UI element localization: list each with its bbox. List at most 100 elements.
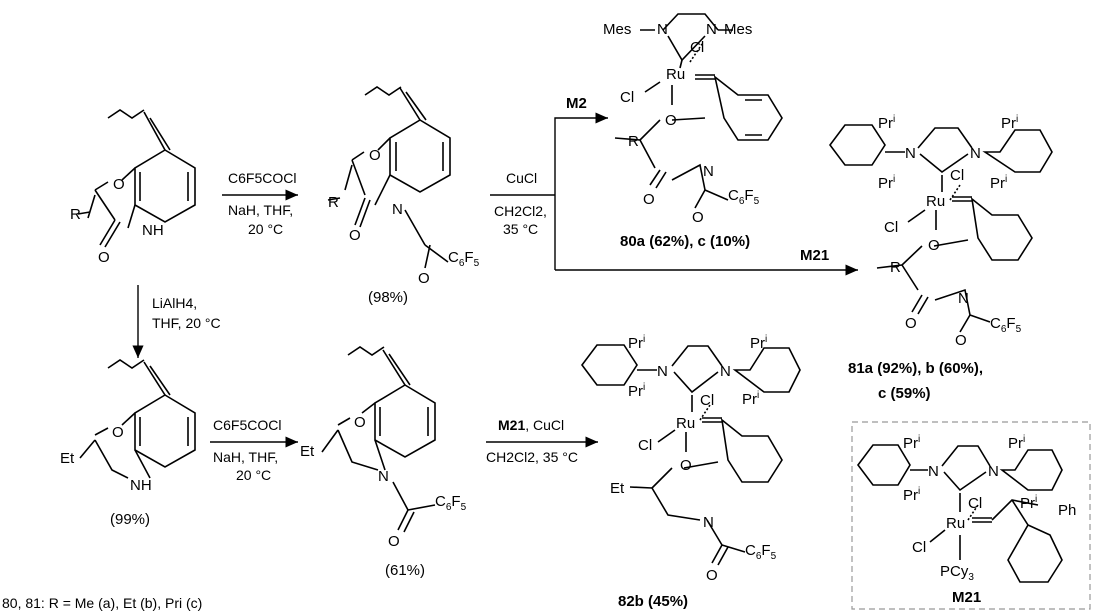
group-label: Pr: [878, 175, 893, 192]
superscript: i: [1035, 494, 1037, 505]
subscript: 6: [446, 502, 452, 513]
atom-label: Cl: [968, 495, 982, 512]
svg-text:C6F5: C6F5: [435, 493, 467, 513]
compound-label: 80a (62%), c (10%): [620, 233, 750, 250]
atom-label: N: [703, 514, 714, 531]
superscript: i: [918, 434, 920, 445]
atom-label: Cl: [950, 167, 964, 184]
atom-label: N: [392, 201, 403, 218]
reagent-label: CuCl: [506, 170, 537, 186]
atom-label: O: [349, 227, 361, 244]
atom-label: O: [369, 147, 381, 164]
complex-80: Mes N N Mes Cl Ru Cl O R N O O C6F5 80a …: [603, 13, 783, 250]
atom-label: N: [988, 463, 999, 480]
group-label: Pr: [903, 435, 918, 452]
group-label: Pr: [990, 175, 1005, 192]
atom-label: O: [665, 112, 677, 129]
atom-label: O: [692, 209, 704, 226]
atom-label: R: [628, 133, 639, 150]
reagent-label: LiAlH4,: [152, 295, 197, 311]
svg-text:Pri: Pri: [628, 382, 645, 400]
atom-label: N: [720, 363, 731, 380]
subscript: 5: [754, 196, 760, 207]
svg-text:PCy3: PCy3: [940, 563, 974, 583]
svg-text:Pri: Pri: [878, 174, 895, 192]
group-label: Pr: [1008, 435, 1023, 452]
atom-label: O: [955, 332, 967, 349]
group-label: Pr: [1001, 115, 1016, 132]
atom-label: O: [113, 176, 125, 193]
acyl-benzoxazine: O Et N O C6F5 (61%): [300, 346, 467, 579]
reagent-label: , CuCl: [525, 417, 564, 433]
atom-label: Ru: [666, 66, 685, 83]
svg-text:C6F5: C6F5: [990, 315, 1022, 335]
acyl-benzoxazinone: O R N O O C6F5 (98%): [327, 86, 480, 306]
group-label: Mes: [724, 21, 752, 38]
reagent-label: CH2Cl2,: [494, 203, 547, 219]
superscript: i: [893, 174, 895, 185]
catalyst-label: M21: [498, 417, 525, 433]
group-label: Pr: [903, 487, 918, 504]
complex-81: Pri Pri N N Pri Pri Cl Ru Cl O R N O O C…: [829, 114, 1053, 402]
svg-text:Pri: Pri: [990, 174, 1007, 192]
subscript: 5: [771, 551, 777, 562]
reagent-label: NaH, THF,: [228, 202, 293, 218]
reagent-label: 20 °C: [248, 221, 283, 237]
atom-label: N: [958, 290, 969, 307]
svg-text:Pri: Pri: [750, 334, 767, 352]
atom-label: Cl: [690, 39, 704, 56]
compound-label: 82b (45%): [618, 593, 688, 610]
superscript: i: [757, 390, 759, 401]
atom-label: N: [657, 21, 668, 38]
atom-label: Cl: [700, 392, 714, 409]
superscript: i: [893, 114, 895, 125]
group-label: C: [728, 187, 739, 204]
subscript: 6: [459, 258, 465, 269]
atom-label: O: [388, 533, 400, 550]
group-label: Pr: [742, 391, 757, 408]
atom-label: O: [643, 191, 655, 208]
atom-label: O: [354, 414, 366, 431]
svg-text:Pri: Pri: [1001, 114, 1018, 132]
group-label: Pr: [628, 335, 643, 352]
group-label: Et: [610, 480, 625, 497]
subscript: 3: [968, 572, 974, 583]
svg-text:Pri: Pri: [1020, 494, 1037, 512]
subscript: 6: [739, 196, 745, 207]
superscript: i: [1023, 434, 1025, 445]
reagent-label: 35 °C: [503, 221, 538, 237]
svg-text:Pri: Pri: [878, 114, 895, 132]
svg-text:M21, CuCl: M21, CuCl: [498, 417, 564, 433]
group-label: C: [435, 493, 446, 510]
atom-label: Ru: [946, 515, 965, 532]
starting-benzoxazinone: O R NH O: [70, 109, 196, 266]
group-label: F: [1006, 315, 1015, 332]
atom-label: R: [328, 194, 339, 211]
compound-label: c (59%): [878, 385, 931, 402]
yield-label: (61%): [385, 562, 425, 579]
complex-82b: Pri Pri N N Pri Pri Cl Ru Cl O Et N O C6…: [581, 334, 801, 610]
arrow-to-80: [554, 112, 608, 270]
group-label: Pr: [750, 335, 765, 352]
superscript: i: [1005, 174, 1007, 185]
catalyst-box: [851, 421, 1091, 610]
catalyst-M21: Pri Pri N N Pri Pri Ph Cl Ru Cl PCy3 M21: [857, 434, 1076, 606]
atom-label: O: [112, 424, 124, 441]
svg-text:Pri: Pri: [903, 486, 920, 504]
atom-label: N: [905, 145, 916, 162]
svg-text:C6F5: C6F5: [728, 187, 760, 207]
atom-label: N: [970, 145, 981, 162]
catalyst-name: M21: [952, 589, 981, 606]
atom-label: N: [928, 463, 939, 480]
catalyst-label: M21: [800, 247, 829, 264]
atom-label: Cl: [912, 539, 926, 556]
group-label: Pr: [1020, 495, 1035, 512]
group-label: Mes: [603, 21, 631, 38]
footnote: 80, 81: R = Me (a), Et (b), Pri (c): [2, 595, 202, 611]
reagent-label: C6F5COCl: [213, 417, 281, 433]
svg-text:Pri: Pri: [742, 390, 759, 408]
yield-label: (98%): [368, 289, 408, 306]
atom-label: O: [680, 457, 692, 474]
group-label: Et: [60, 450, 75, 467]
